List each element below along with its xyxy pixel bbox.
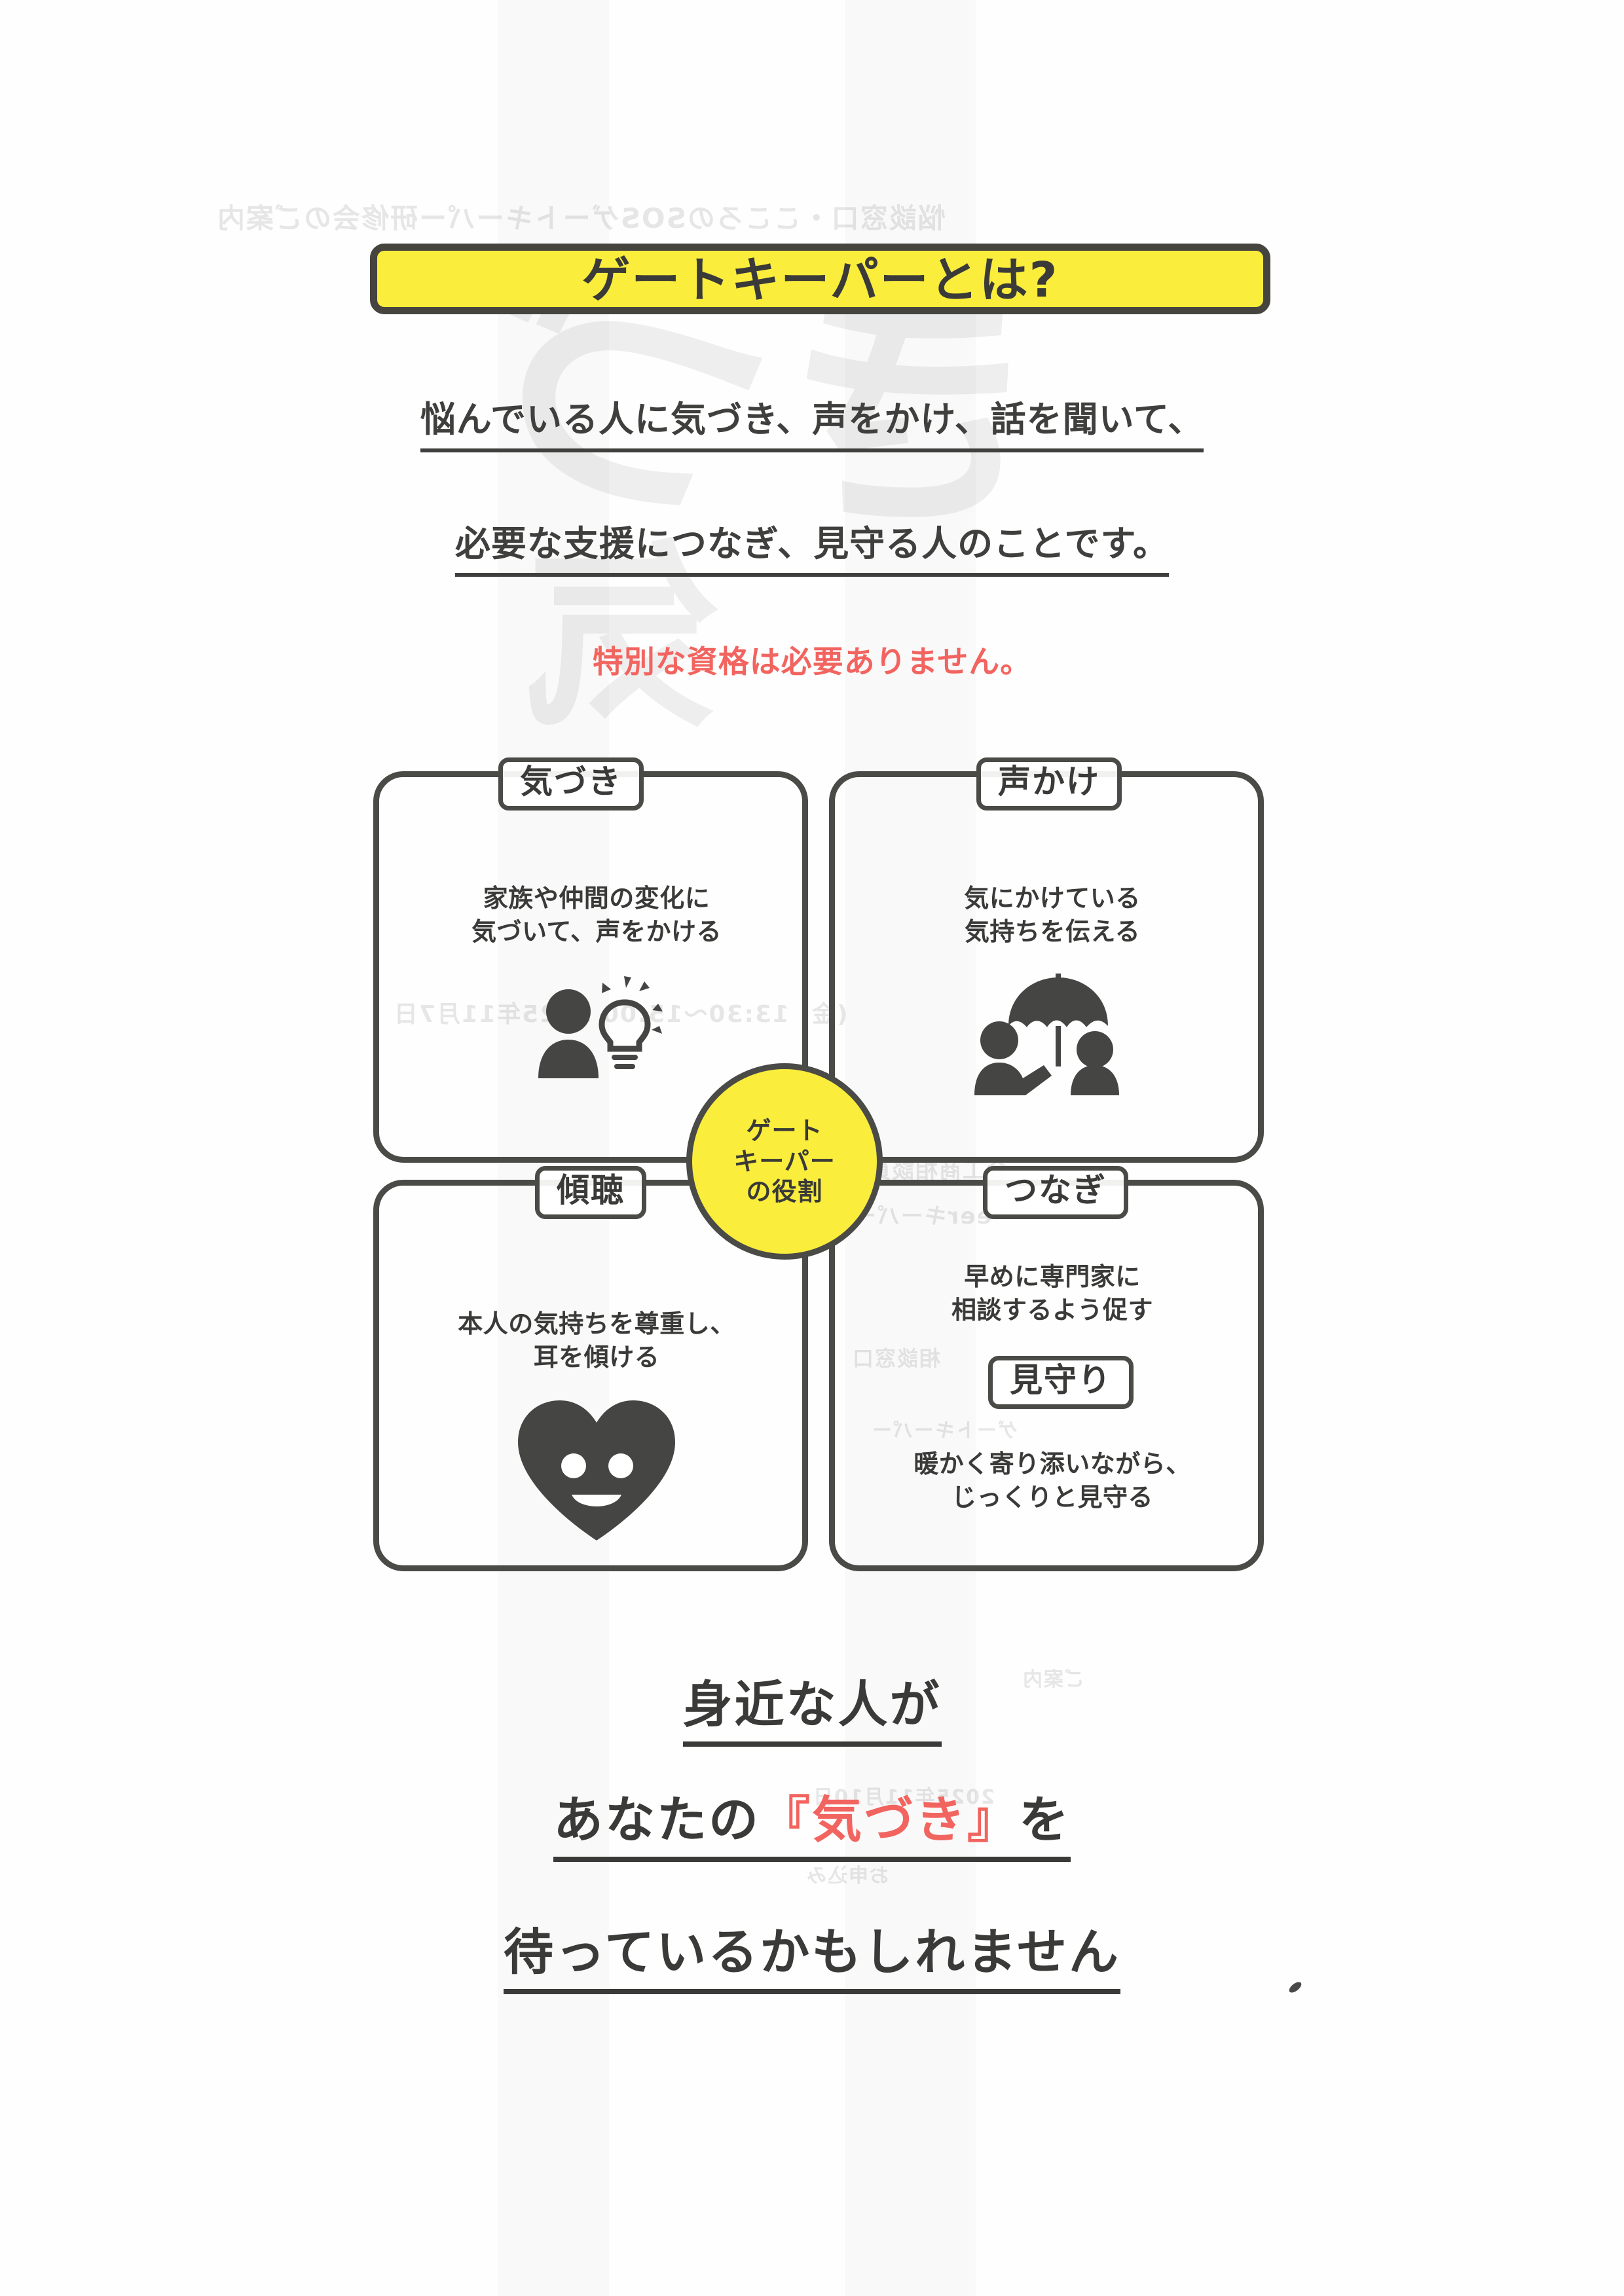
tsunagi-body-line-1: 早めに専門家に: [964, 1262, 1141, 1291]
kizuki-body: 家族や仲間の変化に 気づいて、声をかける: [379, 882, 814, 949]
person-lightbulb-icon: [528, 976, 665, 1078]
center-line-3: の役割: [746, 1177, 823, 1207]
mimamori-body-line-1: 暖かく寄り添いながら、: [913, 1449, 1191, 1478]
closing-line-2-row: あなたの『気づき』を: [0, 1779, 1624, 1862]
closing-line-1: 身近な人が: [682, 1664, 942, 1747]
closing-line-2: あなたの『気づき』を: [553, 1779, 1071, 1862]
quadrant-keicho: 傾聴 本人の気持ちを尊重し、 耳を傾ける: [373, 1166, 808, 1571]
badge-kizuki: 気づき: [498, 757, 644, 811]
badge-keicho: 傾聴: [535, 1166, 646, 1219]
ghost-row-8: お申込み: [805, 1865, 889, 1887]
koekake-body-line-2: 気持ちを伝える: [964, 917, 1141, 946]
center-role-circle: ゲート キーパー の役割: [686, 1063, 883, 1260]
kizuki-body-line-1: 家族や仲間の変化に: [483, 884, 710, 913]
badge-tsunagi: つなぎ: [983, 1166, 1128, 1219]
badge-mimamori: 見守り: [988, 1356, 1134, 1409]
page-title: ゲートキーパーとは?: [581, 252, 1059, 308]
tsunagi-body-line-2: 相談するよう促す: [951, 1295, 1153, 1324]
closing-line-2-highlight: 『気づき』: [760, 1791, 1019, 1849]
keicho-body: 本人の気持ちを尊重し、 耳を傾ける: [379, 1307, 814, 1374]
page-title-banner: ゲートキーパーとは?: [370, 244, 1270, 314]
kizuki-icon-wrap: [379, 974, 814, 1088]
intro-line-1-row: 悩んでいる人に気づき、声をかけ、話を聞いて、: [0, 390, 1624, 452]
closing-line-2-part-1: あなたの: [553, 1791, 760, 1849]
gatekeeper-role-diagram: 気づき 家族や仲間の変化に 気づいて、声をかける: [373, 757, 1264, 1571]
intro-line-1: 悩んでいる人に気づき、声をかけ、話を聞いて、: [420, 390, 1204, 452]
keicho-body-line-2: 耳を傾ける: [533, 1342, 660, 1372]
intro-line-2-row: 必要な支援につなぎ、見守る人のことです。: [0, 515, 1624, 577]
closing-line-1-row: 身近な人が: [0, 1664, 1624, 1747]
koekake-icon-wrap: [835, 974, 1270, 1098]
umbrella-two-people-icon: [970, 974, 1134, 1095]
keicho-body-line-1: 本人の気持ちを尊重し、: [458, 1309, 735, 1338]
intro-line-2: 必要な支援につなぎ、見守る人のことです。: [454, 515, 1170, 577]
keicho-icon-wrap: [379, 1395, 814, 1546]
no-qualification-note: 特別な資格は必要ありません。: [592, 644, 1032, 680]
koekake-body-line-1: 気にかけている: [964, 884, 1141, 913]
closing-line-3: 待っているかもしれません: [504, 1912, 1120, 1994]
quadrant-koekake: 声かけ 気にかけている 気持ちを伝える: [829, 757, 1264, 1163]
closing-line-2-part-2: を: [1019, 1791, 1071, 1849]
ghost-header-text: 悩談窓口・こころのSOSゲートキーパー研修会のご案内: [216, 202, 946, 234]
mimamori-body-line-2: じっくりと見守る: [951, 1482, 1153, 1512]
center-line-1: ゲート: [746, 1116, 823, 1146]
koekake-body: 気にかけている 気持ちを伝える: [835, 882, 1270, 949]
closing-line-3-row: 待っているかもしれません: [0, 1912, 1624, 1994]
center-line-2: キーパー: [733, 1146, 836, 1176]
badge-koekake: 声かけ: [976, 757, 1122, 811]
mimamori-body: 暖かく寄り添いながら、 じっくりと見守る: [835, 1448, 1270, 1514]
smiling-heart-icon: [511, 1400, 682, 1540]
quadrant-tsunagi-mimamori: つなぎ 早めに専門家に 相談するよう促す 見守り 暖かく寄り添いながら、 じっく…: [829, 1166, 1264, 1571]
quadrant-kizuki: 気づき 家族や仲間の変化に 気づいて、声をかける: [373, 757, 808, 1163]
kizuki-body-line-2: 気づいて、声をかける: [471, 917, 722, 946]
tsunagi-body: 早めに専門家に 相談するよう促す: [835, 1260, 1270, 1327]
